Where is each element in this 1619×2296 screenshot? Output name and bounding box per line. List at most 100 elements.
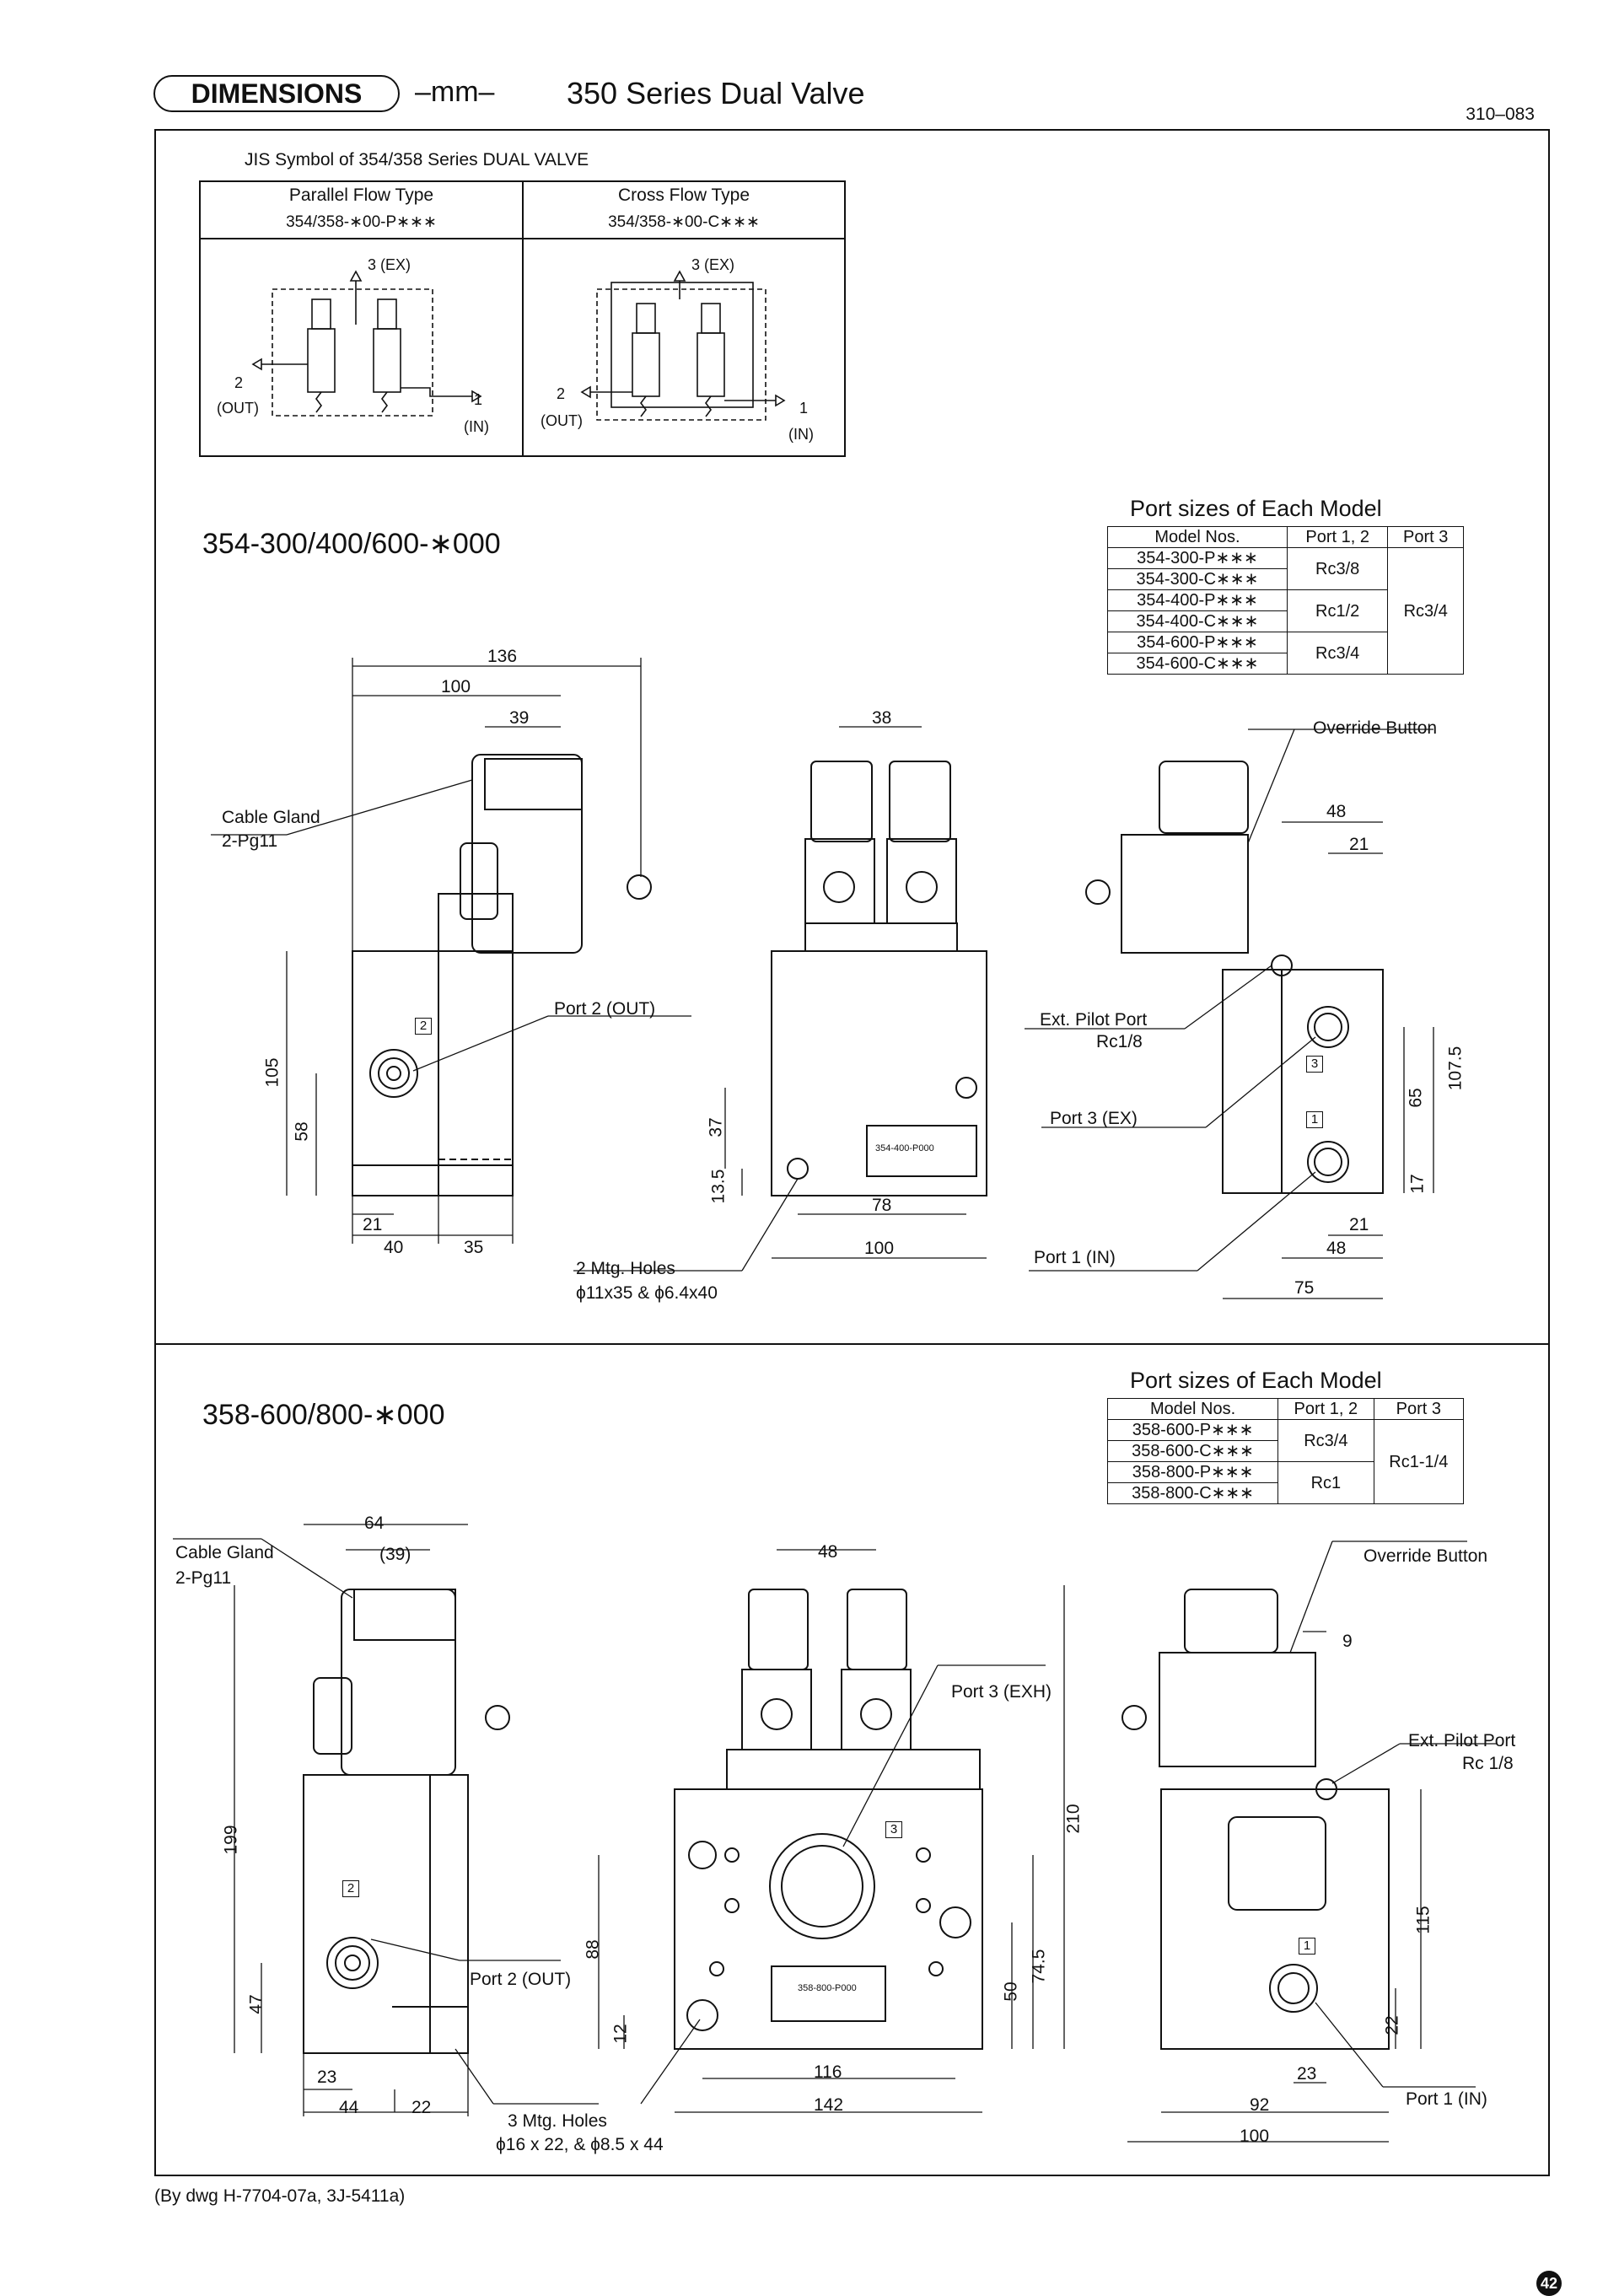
s2-box3: 3 [885, 1821, 902, 1838]
dimensions-pill: DIMENSIONS [153, 75, 400, 112]
s2-mtg-dim: ϕ16 x 22, & ϕ8.5 x 44 [496, 2135, 664, 2154]
s1-port2: Port 2 (OUT) [554, 999, 656, 1019]
dim: 92 [1250, 2095, 1270, 2115]
cross-ex-label: 3 (EX) [691, 256, 735, 273]
dim: 12 [610, 2024, 631, 2044]
dim: 88 [583, 1939, 603, 1960]
s2-ext-pilot: Ext. Pilot Port [1408, 1731, 1516, 1750]
cross-flow-title: Cross Flow Type [618, 186, 750, 205]
dim: 64 [364, 1514, 385, 1533]
page-title: 350 Series Dual Valve [567, 76, 865, 110]
dim: 39 [509, 708, 530, 728]
s2-port-caption: Port sizes of Each Model [1130, 1368, 1382, 1393]
s2-pg: 2-Pg11 [175, 1568, 232, 1588]
s1-ext-size: Rc1/8 [1096, 1032, 1143, 1051]
dim: 13.5 [708, 1169, 729, 1204]
document-number: 310–083 [1466, 105, 1535, 124]
dim: 116 [814, 2062, 842, 2082]
parallel-flow-code: 354/358-∗00-P∗∗∗ [286, 213, 437, 231]
dim: 100 [1240, 2127, 1270, 2146]
dim: 78 [872, 1196, 892, 1215]
parallel-out: (OUT) [217, 400, 259, 417]
s2-side-view-right [1121, 1589, 1390, 2050]
parallel-in: (IN) [464, 418, 489, 435]
s1-mtg-dim: ϕ11x35 & ϕ6.4x40 [576, 1283, 718, 1303]
s2-override: Override Button [1364, 1546, 1488, 1566]
dim: 50 [1001, 1981, 1021, 2002]
s2-mtg: 3 Mtg. Holes [508, 2111, 607, 2131]
s1-ext-pilot: Ext. Pilot Port [1040, 1010, 1148, 1030]
s2-box2: 2 [342, 1880, 359, 1897]
dim: 9 [1342, 1632, 1353, 1651]
s1-port-caption: Port sizes of Each Model [1130, 496, 1382, 521]
dim: 47 [246, 1994, 266, 2014]
s2-box1: 1 [1299, 1938, 1315, 1955]
parallel-ex-label: 3 (EX) [368, 256, 411, 273]
s1-side-view-left [352, 754, 652, 1196]
cross-out: (OUT) [541, 412, 583, 429]
parallel-flow-title: Parallel Flow Type [288, 186, 434, 205]
s2-ext-size: Rc 1/8 [1462, 1754, 1514, 1773]
s1-front-view [771, 761, 987, 1196]
dim: 210 [1063, 1804, 1084, 1834]
dim: 199 [221, 1825, 241, 1855]
s1-box3: 3 [1306, 1056, 1323, 1073]
s2-port2: Port 2 (OUT) [470, 1970, 572, 1989]
dim: 142 [814, 2095, 844, 2115]
dim: 21 [1349, 835, 1369, 854]
dim: 100 [441, 677, 471, 696]
s1-side-view-right [1085, 761, 1384, 1194]
cross-port1: 1 [799, 400, 809, 417]
s1-override: Override Button [1313, 718, 1438, 738]
parallel-flow-symbol [251, 270, 482, 417]
dim: 23 [1297, 2064, 1317, 2084]
dim: 58 [292, 1121, 312, 1142]
dim: 48 [1326, 802, 1347, 821]
drawing-reference: (By dwg H-7704-07a, 3J-5411a) [154, 2186, 406, 2206]
s1-box2: 2 [415, 1018, 432, 1035]
drawing-frame [154, 129, 1550, 2176]
parallel-port1: 1 [474, 391, 483, 408]
s1-port3: Port 3 (EX) [1050, 1109, 1138, 1128]
dim: 23 [317, 2067, 337, 2087]
s1-pg: 2-Pg11 [222, 831, 278, 851]
dim: 35 [464, 1238, 484, 1257]
dim: 136 [487, 647, 518, 666]
dim: 17 [1407, 1174, 1428, 1194]
s1-nameplate: 354-400-P000 [875, 1143, 934, 1153]
parallel-port2: 2 [234, 374, 244, 391]
dim: 37 [706, 1117, 726, 1137]
dim: 21 [1349, 1215, 1369, 1234]
dim: 38 [872, 708, 892, 728]
dim: 107.5 [1445, 1046, 1466, 1091]
dim: 105 [262, 1057, 282, 1088]
jis-caption: JIS Symbol of 354/358 Series DUAL VALVE [245, 150, 589, 169]
s2-front-view [674, 1589, 983, 2050]
dim: 40 [384, 1238, 404, 1257]
cross-port2: 2 [557, 385, 566, 402]
dim: 22 [1382, 2015, 1402, 2035]
s1-port1: Port 1 (IN) [1034, 1248, 1116, 1267]
dim: 115 [1413, 1906, 1433, 1934]
s2-port3: Port 3 (EXH) [951, 1682, 1052, 1702]
dim: 74.5 [1029, 1949, 1049, 1984]
dim: 22 [411, 2098, 432, 2117]
dim: 48 [1326, 1239, 1347, 1258]
cross-flow-symbol [580, 270, 786, 421]
cross-in: (IN) [788, 426, 814, 443]
dim: 75 [1294, 1278, 1315, 1298]
section-divider [154, 1343, 1550, 1345]
section1-title: 354-300/400/600-∗000 [202, 528, 501, 560]
s2-side-view-left [303, 1589, 510, 2054]
s2-cable-gland: Cable Gland [175, 1543, 274, 1562]
s2-nameplate: 358-800-P000 [798, 1983, 857, 1993]
section2-title: 358-600/800-∗000 [202, 1399, 445, 1431]
dim: 65 [1406, 1088, 1426, 1108]
dim: 44 [339, 2098, 359, 2117]
s1-mtg: 2 Mtg. Holes [576, 1259, 675, 1278]
dim: 100 [864, 1239, 895, 1258]
cross-flow-code: 354/358-∗00-C∗∗∗ [608, 213, 760, 231]
